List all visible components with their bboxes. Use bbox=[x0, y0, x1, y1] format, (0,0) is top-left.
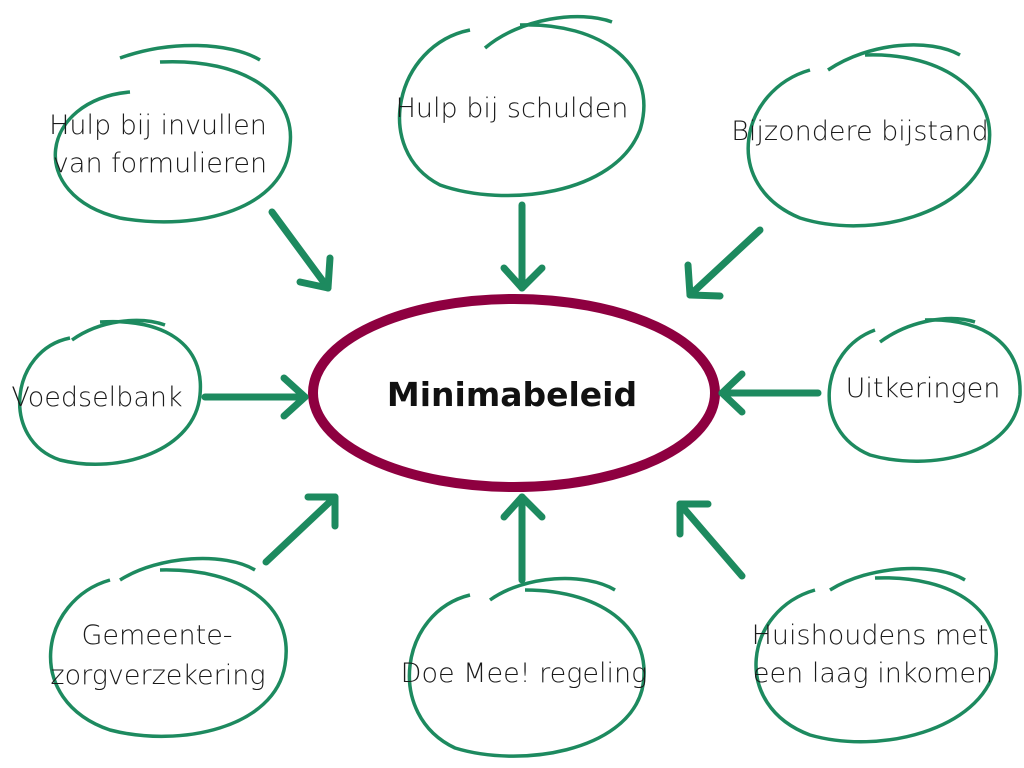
node-label-line-1: Hulp bij schulden bbox=[396, 93, 629, 124]
node-ellipse bbox=[827, 318, 1022, 463]
node-ellipse bbox=[397, 23, 646, 198]
node-ellipse-flourish bbox=[829, 566, 966, 592]
node-ellipse-flourish bbox=[70, 318, 166, 342]
node-ellipse bbox=[17, 319, 203, 467]
node-uitkeringen: Uitkeringen bbox=[827, 316, 1022, 463]
center-label: Minimabeleid bbox=[387, 375, 637, 414]
node-label-line-2: zorgverzekering bbox=[50, 660, 265, 691]
node-huishoudens: Huishoudens met een laag inkomen bbox=[752, 566, 998, 744]
node-schulden: Hulp bij schulden bbox=[396, 14, 646, 198]
node-label-line-1: Voedselbank bbox=[11, 382, 182, 413]
node-label-line-1: Hulp bij invullen bbox=[49, 110, 267, 141]
node-ellipse-flourish bbox=[119, 43, 261, 62]
node-label-line-1: Doe Mee! regeling bbox=[401, 658, 648, 689]
node-ellipse-flourish bbox=[119, 556, 256, 582]
node-ellipse bbox=[407, 588, 646, 758]
node-zorgverzekering: Gemeente- zorgverzekering bbox=[48, 556, 288, 739]
node-ellipse bbox=[746, 53, 992, 228]
node-ellipse-flourish bbox=[827, 43, 961, 72]
center-ellipse bbox=[308, 294, 720, 492]
node-label-line-1: Gemeente- bbox=[81, 620, 232, 651]
node-ellipse bbox=[48, 568, 288, 739]
arrow-schulden bbox=[500, 201, 546, 292]
node-label-line-1: Uitkeringen bbox=[846, 373, 1001, 404]
arrow-voedselbank bbox=[201, 374, 309, 420]
arrow-zorgverzekering bbox=[262, 493, 339, 566]
arrow-bijstand bbox=[684, 226, 764, 300]
node-label-line-2: van formulieren bbox=[53, 148, 267, 179]
node-ellipse bbox=[754, 576, 998, 744]
arrow-uitkeringen bbox=[718, 370, 822, 416]
node-label-line-2: een laag inkomen bbox=[753, 658, 993, 689]
arrow-huishoudens bbox=[676, 500, 746, 580]
node-formulieren: Hulp bij invullen van formulieren bbox=[49, 43, 293, 224]
arrow-doemee bbox=[500, 493, 546, 584]
node-voedselbank: Voedselbank bbox=[11, 318, 203, 467]
node-ellipse-flourish bbox=[488, 576, 616, 602]
node-label-line-1: Huishoudens met bbox=[752, 620, 989, 651]
arrow-formulieren bbox=[268, 208, 334, 292]
node-label-line-1: Bijzondere bijstand bbox=[731, 116, 989, 147]
node-ellipse-flourish bbox=[483, 14, 613, 50]
node-ellipse bbox=[53, 59, 293, 224]
node-bijstand: Bijzondere bijstand bbox=[731, 43, 992, 228]
node-doemee: Doe Mee! regeling bbox=[401, 576, 648, 758]
node-ellipse-flourish bbox=[878, 316, 976, 344]
